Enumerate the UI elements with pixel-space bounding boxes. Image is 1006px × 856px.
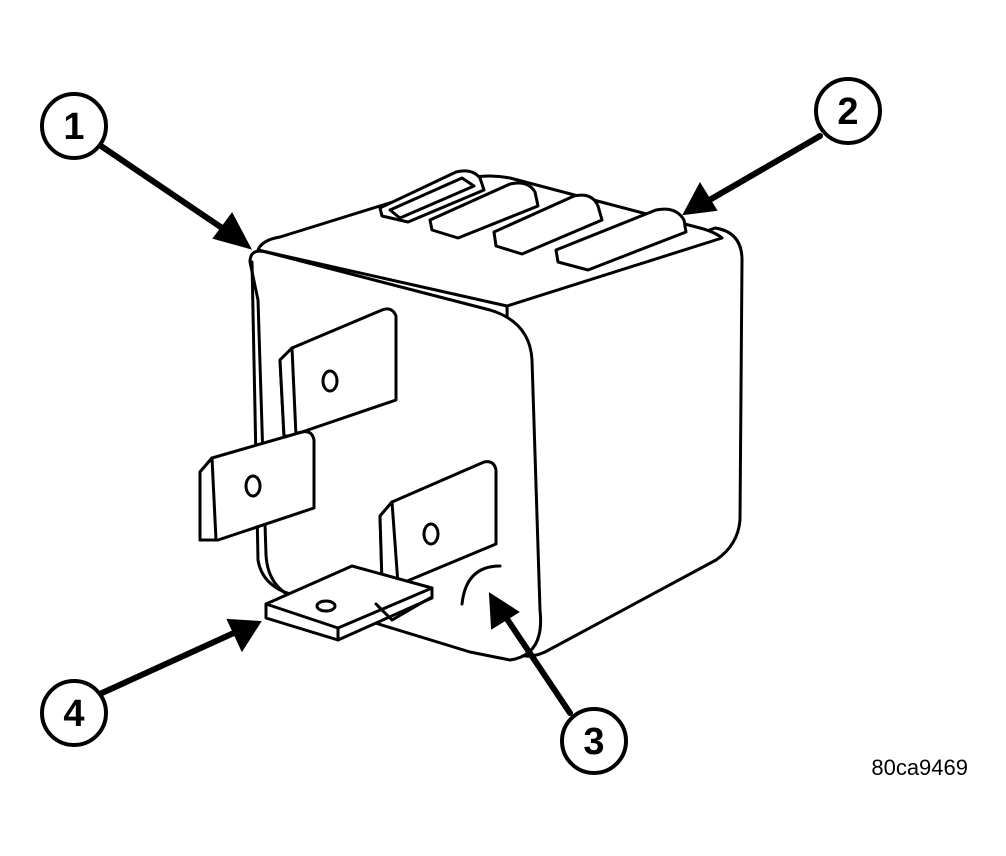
arrow-4 (99, 618, 262, 696)
arrow-2 (682, 133, 823, 216)
callout-label-1: 1 (63, 106, 84, 148)
callout-label-2: 2 (837, 91, 858, 133)
terminal-blade-right (378, 460, 498, 586)
cooling-fins (378, 169, 688, 272)
callout-label-4: 4 (63, 693, 84, 735)
callout-circle-3 (560, 707, 628, 775)
callout-circle-1 (40, 92, 108, 160)
callout-label-3: 3 (583, 721, 604, 763)
callout-circle-4 (40, 679, 108, 747)
arrow-3 (488, 592, 573, 716)
mold-mark (460, 564, 502, 606)
callout-circle-2 (814, 77, 882, 145)
mounting-tab (264, 564, 434, 642)
terminal-blade-upper (278, 307, 398, 438)
figure-id: 80ca9469 (871, 755, 968, 780)
arrow-1 (98, 143, 252, 250)
terminal-blade-left (198, 430, 316, 542)
relay-front-face-edge (250, 260, 292, 596)
relay-top-face (256, 174, 724, 308)
